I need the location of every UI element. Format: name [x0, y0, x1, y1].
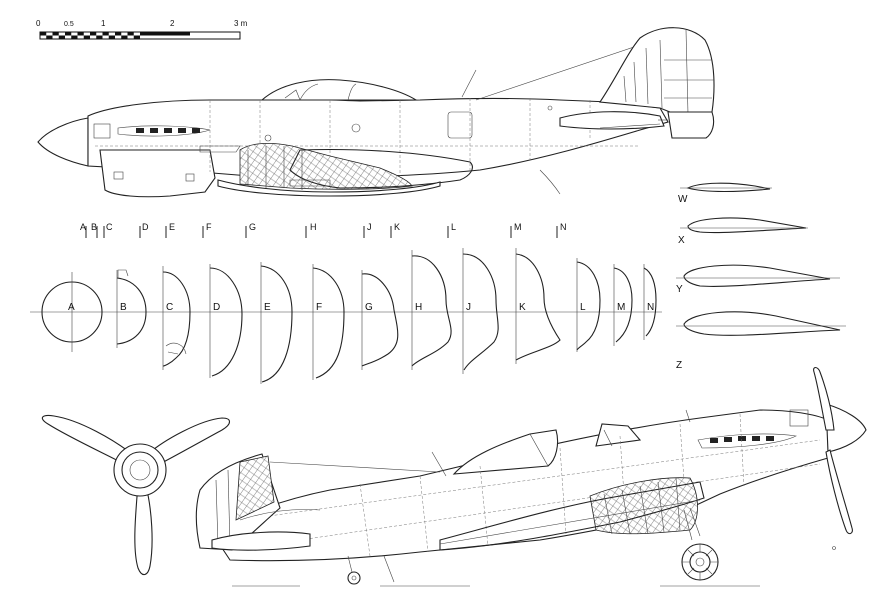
scale-label-05: 0.5: [64, 21, 74, 28]
station-label-a: A: [80, 222, 86, 232]
section-label-g: G: [365, 302, 373, 313]
section-e: [260, 265, 293, 383]
section-label-f: F: [316, 302, 322, 313]
section-f: [312, 267, 345, 379]
station-label-e: E: [169, 222, 175, 232]
aircraft-side-view-right: [195, 366, 867, 587]
scale-bar-segment: [133, 35, 140, 39]
scale-bar-segment: [65, 32, 72, 36]
station-label-k: K: [394, 222, 400, 232]
scale-bar-segment: [40, 32, 47, 36]
section-label-j: J: [466, 302, 471, 313]
section-k: [515, 253, 561, 361]
section-b: [116, 277, 147, 345]
scale-bar-segment: [83, 35, 90, 39]
scale-label-0: 0: [36, 19, 41, 28]
scale-bar-segment: [121, 35, 128, 39]
station-label-h: H: [310, 222, 317, 232]
scale-bar-segment: [127, 32, 134, 36]
section-label-k: K: [519, 302, 526, 313]
wing-airfoil-sections: W X Y Z: [676, 182, 846, 371]
section-label-d: D: [213, 302, 220, 313]
section-c: [162, 271, 191, 367]
exhaust-stacks: [136, 128, 200, 133]
station-markers: A B C D E F G H J K L M N: [80, 222, 567, 238]
scale-bar: 0 0.5 1 2 3 m: [36, 19, 248, 40]
station-label-g: G: [249, 222, 256, 232]
airfoil-label-z: Z: [676, 360, 682, 371]
scale-bar-segment: [115, 32, 122, 36]
station-label-c: C: [106, 222, 113, 232]
section-label-l: L: [580, 302, 586, 313]
fuselage-cross-sections: A B C D E F G H J K L M N: [30, 248, 662, 384]
airfoil-z: Z: [676, 311, 846, 371]
station-label-f: F: [206, 222, 212, 232]
scale-bar-segment: [90, 32, 97, 36]
section-l: [576, 261, 601, 351]
scale-bar-segment: [140, 32, 190, 36]
section-h: [411, 255, 452, 367]
section-j: [462, 253, 499, 371]
scale-label-2: 2: [170, 19, 175, 28]
station-label-m: M: [514, 222, 522, 232]
section-label-h: H: [415, 302, 422, 313]
station-label-j: J: [367, 222, 372, 232]
scale-bar-segment: [96, 35, 103, 39]
airfoil-label-y: Y: [676, 284, 683, 295]
section-g: [361, 273, 399, 367]
station-label-n: N: [560, 222, 567, 232]
airfoil-label-x: X: [678, 235, 685, 246]
station-label-d: D: [142, 222, 149, 232]
section-label-c: C: [166, 302, 173, 313]
aircraft-side-view-left: [37, 27, 715, 198]
scale-bar-segment: [108, 35, 115, 39]
section-n: [643, 267, 657, 337]
exhaust-stacks-right: [710, 436, 774, 443]
airfoil-x: X: [678, 217, 808, 246]
scale-bar-segment: [58, 35, 65, 39]
section-label-e: E: [264, 302, 271, 313]
scale-label-1: 1: [101, 19, 106, 28]
propeller-front-view: [41, 414, 231, 576]
scale-label-3m: 3 m: [234, 19, 248, 28]
station-label-b: B: [91, 222, 97, 232]
airfoil-label-w: W: [678, 194, 688, 205]
scale-bar-segment: [102, 32, 109, 36]
scale-bar-segment: [71, 35, 78, 39]
section-label-b: B: [120, 302, 127, 313]
station-label-l: L: [451, 222, 456, 232]
intake-grid: [93, 123, 111, 139]
airfoil-y: Y: [676, 264, 840, 295]
section-label-m: M: [617, 302, 625, 313]
scale-bar-segment: [46, 35, 53, 39]
section-label-n: N: [647, 302, 654, 313]
section-d: [209, 267, 243, 377]
section-label-a: A: [68, 302, 75, 313]
scale-bar-segment: [52, 32, 59, 36]
section-m: [613, 267, 633, 343]
scale-bar-segment: [77, 32, 84, 36]
airfoil-w: W: [678, 182, 772, 205]
